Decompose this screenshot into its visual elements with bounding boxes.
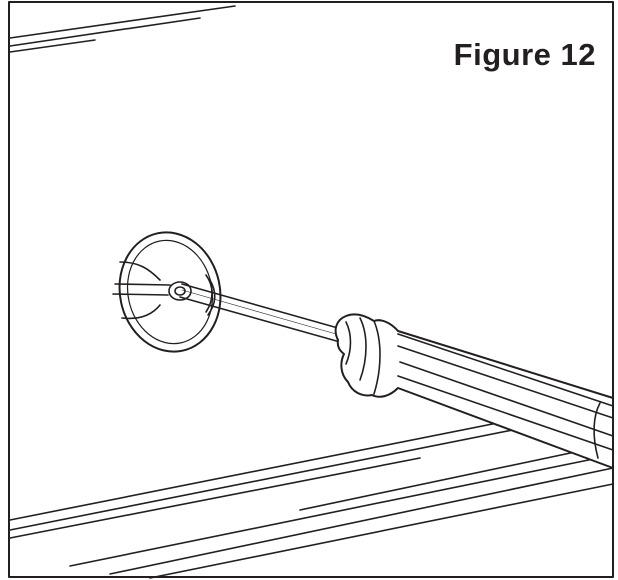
figure-label: Figure 12 (451, 37, 598, 73)
screwdriver-icon (334, 313, 614, 469)
screwdriver-shaft (179, 283, 346, 343)
adjustment-screw (112, 231, 222, 353)
figure-frame (8, 1, 614, 578)
top-edge-lines (9, 5, 236, 53)
